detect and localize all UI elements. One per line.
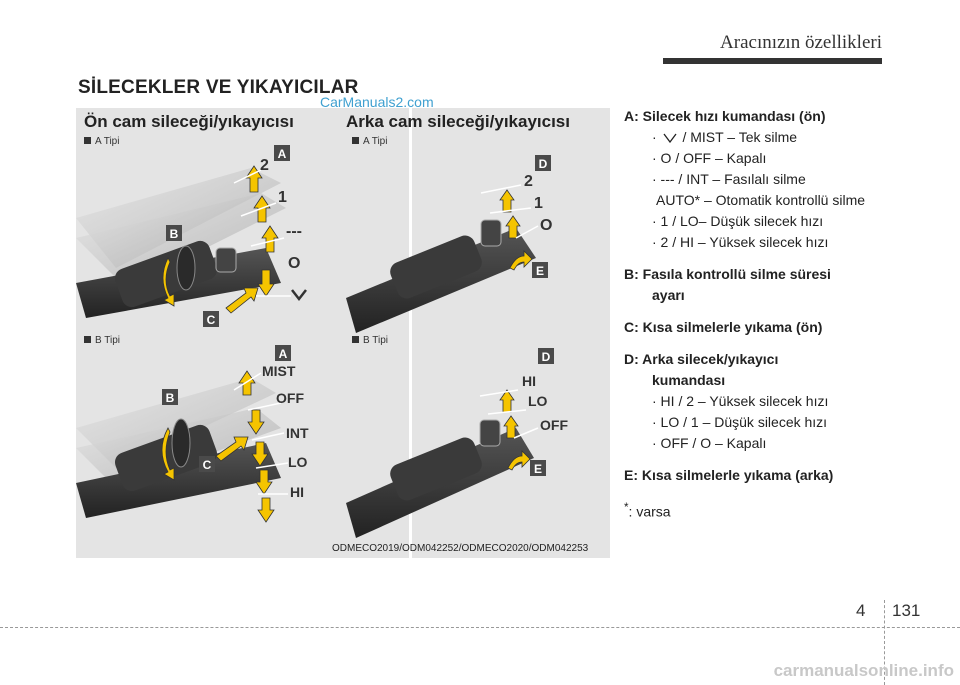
front-b-label-lo: LO [288,454,308,470]
rear-b-label-off: OFF [540,417,568,433]
callout-e-bottom: E [530,460,546,476]
front-panel-title: Ön cam sileceği/yıkayıcısı [84,112,294,131]
footer-divider [884,600,885,685]
front-type-b-labels: MIST OFF INT LO HI [262,363,309,500]
front-a-label-1: 1 [278,189,287,206]
svg-text:B: B [170,227,179,241]
callout-c-top: C [203,311,219,327]
legend-a-item-off: · O / OFF – Kapalı [652,150,767,166]
image-code: ODMECO2019/ODM042252/ODMECO2020/ODM04225… [332,543,589,554]
watermark-bottom[interactable]: carmanualsonline.info [773,661,954,680]
front-type-b-label: B Tipi [84,335,120,346]
page-header-title: Aracınızın özellikleri [720,32,882,53]
callout-b-top: B [166,225,182,241]
rear-type-a-arrows [480,184,539,271]
rear-type-a-stalk [346,219,536,333]
legend-c-heading: C: Kısa silmelerle yıkama (ön) [624,319,823,335]
front-b-label-int: INT [286,425,309,441]
legend-a-item-int: · --- / INT – Fasılalı silme [652,171,806,187]
rear-a-label-2: 2 [524,173,533,190]
legend-d-item-off: · OFF / O – Kapalı [652,435,767,451]
legend-b-heading: B: Fasıla kontrollü silme süresi [624,266,831,282]
legend-e-heading: E: Kısa silmelerle yıkama (arka) [624,467,834,483]
mist-chevron-icon [663,133,677,144]
rear-panel-title: Arka cam sileceği/yıkayıcısı [346,112,570,131]
header-rule [663,58,882,64]
legend-d-heading-cont: kumandası [652,372,726,388]
front-type-a-stalk [76,168,286,318]
callout-a-bottom: A [275,345,291,361]
legend-a-item-auto: AUTO* – Otomatik kontrollü silme [656,192,866,208]
callout-c-bottom: C [199,456,215,472]
svg-text:D: D [542,350,551,364]
legend-b-heading-cont: ayarı [652,287,685,303]
rear-type-b-labels: HI LO OFF [522,373,568,433]
svg-text:C: C [203,458,212,472]
svg-text:D: D [539,157,548,171]
front-a-label-2: 2 [260,157,269,174]
front-b-label-mist: MIST [262,363,296,379]
callout-e-top: E [532,262,548,278]
svg-text:E: E [534,462,542,476]
legend-d-item-lo: · LO / 1 – Düşük silecek hızı [652,414,828,430]
svg-text:B: B [166,391,175,405]
front-type-a-labels: 2 1 --- O [260,157,307,302]
callout-b-bottom: B [162,389,178,405]
legend-a-item-mist: · / MIST – Tek silme [652,129,798,145]
rear-type-b-arrows [479,389,539,471]
svg-text:E: E [536,264,544,278]
rear-b-label-hi: HI [522,373,536,389]
front-b-label-off: OFF [276,390,304,406]
legend-d-heading: D: Arka silecek/yıkayıcı [624,351,779,367]
mist-chevron-icon [291,289,307,302]
callout-a-top: A [274,145,290,161]
front-type-a-label: A Tipi [84,136,119,147]
watermark-top[interactable]: CarManuals2.com [320,94,434,110]
svg-text:A: A [278,147,287,161]
callout-d-bottom: D [538,348,554,364]
section-title: SİLECEKLER VE YIKAYICILAR [78,77,359,98]
legend-a-heading: A: Silecek hızı kumandası (ön) [624,108,826,124]
callout-d-top: D [535,155,551,171]
front-b-label-hi: HI [290,484,304,500]
svg-text:C: C [207,313,216,327]
rear-type-a-label: A Tipi [352,136,387,147]
rear-b-label-lo: LO [528,393,548,409]
panel-divider [409,108,412,558]
chapter-number: 4 [856,601,866,620]
legend-a-item-lo: · 1 / LO– Düşük silecek hızı [652,213,824,229]
svg-text:A: A [279,347,288,361]
legend-footnote: *: varsa [624,501,671,520]
front-type-b-stalk [76,378,281,518]
front-type-a-arrows [162,165,291,314]
legend-d-item-hi: · HI / 2 – Yüksek silecek hızı [652,393,829,409]
rear-type-b-label: B Tipi [352,335,388,346]
legend-a-item-hi: · 2 / HI – Yüksek silecek hızı [652,234,829,250]
rear-type-a-labels: 2 1 O [524,173,552,234]
illustration-panel: Ön cam sileceği/yıkayıcısı Arka cam sile… [76,108,610,558]
front-a-label-int: --- [286,223,302,240]
rear-a-label-1: 1 [534,195,543,212]
footer-rule [0,627,960,628]
rear-a-label-off: O [540,217,552,234]
front-type-b-arrows [161,370,289,523]
rear-type-b-stalk [346,419,534,538]
legend: A: Silecek hızı kumandası (ön) · / MIST … [624,106,894,523]
front-a-label-off: O [288,255,300,272]
page-number: 131 [892,601,921,620]
wiper-stalk-illustrations: 2 1 --- O A B C [76,145,568,538]
